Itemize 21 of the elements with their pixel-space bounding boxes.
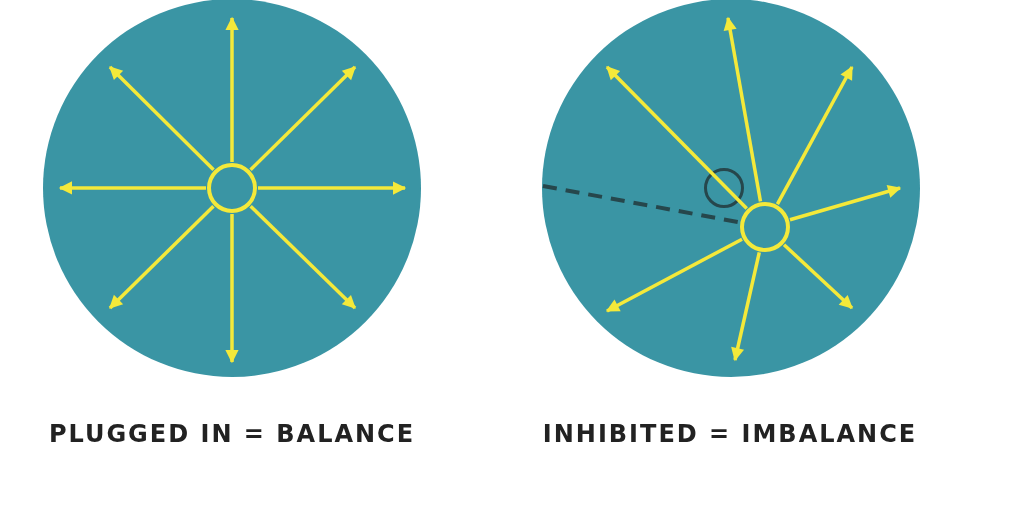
arrow: [775, 65, 854, 205]
arrow: [723, 16, 763, 202]
arrow: [258, 181, 407, 195]
arrow: [58, 181, 206, 195]
arrow: [789, 185, 902, 222]
ghost-circle: [704, 168, 744, 208]
arrow: [225, 16, 239, 162]
arrow: [249, 65, 357, 171]
arrow: [731, 251, 761, 362]
hub-circle: [207, 163, 257, 213]
dashed-line: [542, 184, 740, 225]
caption-label: INHIBITED = IMBALANCE: [542, 420, 918, 448]
arrow: [782, 243, 854, 310]
hub-circle: [740, 202, 790, 252]
arrow: [605, 65, 748, 210]
arrow: [249, 204, 357, 310]
caption-label: PLUGGED IN = BALANCE: [48, 420, 416, 448]
arrow: [605, 237, 743, 313]
arrow: [108, 65, 215, 171]
arrow: [108, 205, 215, 310]
arrow: [225, 214, 239, 364]
